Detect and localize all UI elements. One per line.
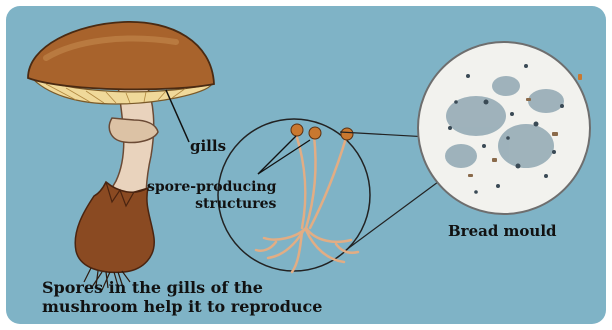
caption: Spores in the gills of the mushroom help… bbox=[42, 278, 322, 316]
bread bbox=[418, 42, 590, 214]
sporangium-3 bbox=[341, 128, 353, 140]
gills-label: gills bbox=[190, 137, 226, 155]
caption-line1: Spores in the gills of the bbox=[42, 278, 322, 297]
bread-mould-label: Bread mould bbox=[448, 222, 557, 240]
diagram-panel: gills spore-producing structures Bread m… bbox=[6, 6, 606, 324]
diagram-illustration bbox=[6, 6, 606, 324]
sporangium-1 bbox=[291, 124, 303, 136]
spore-label-line1: spore-producing bbox=[147, 179, 276, 196]
caption-line2: mushroom help it to reproduce bbox=[42, 297, 322, 316]
spore-label-line2: structures bbox=[147, 196, 276, 213]
bread-circle bbox=[418, 42, 590, 214]
sporangium-2 bbox=[309, 127, 321, 139]
spore-structures-label: spore-producing structures bbox=[147, 179, 276, 213]
